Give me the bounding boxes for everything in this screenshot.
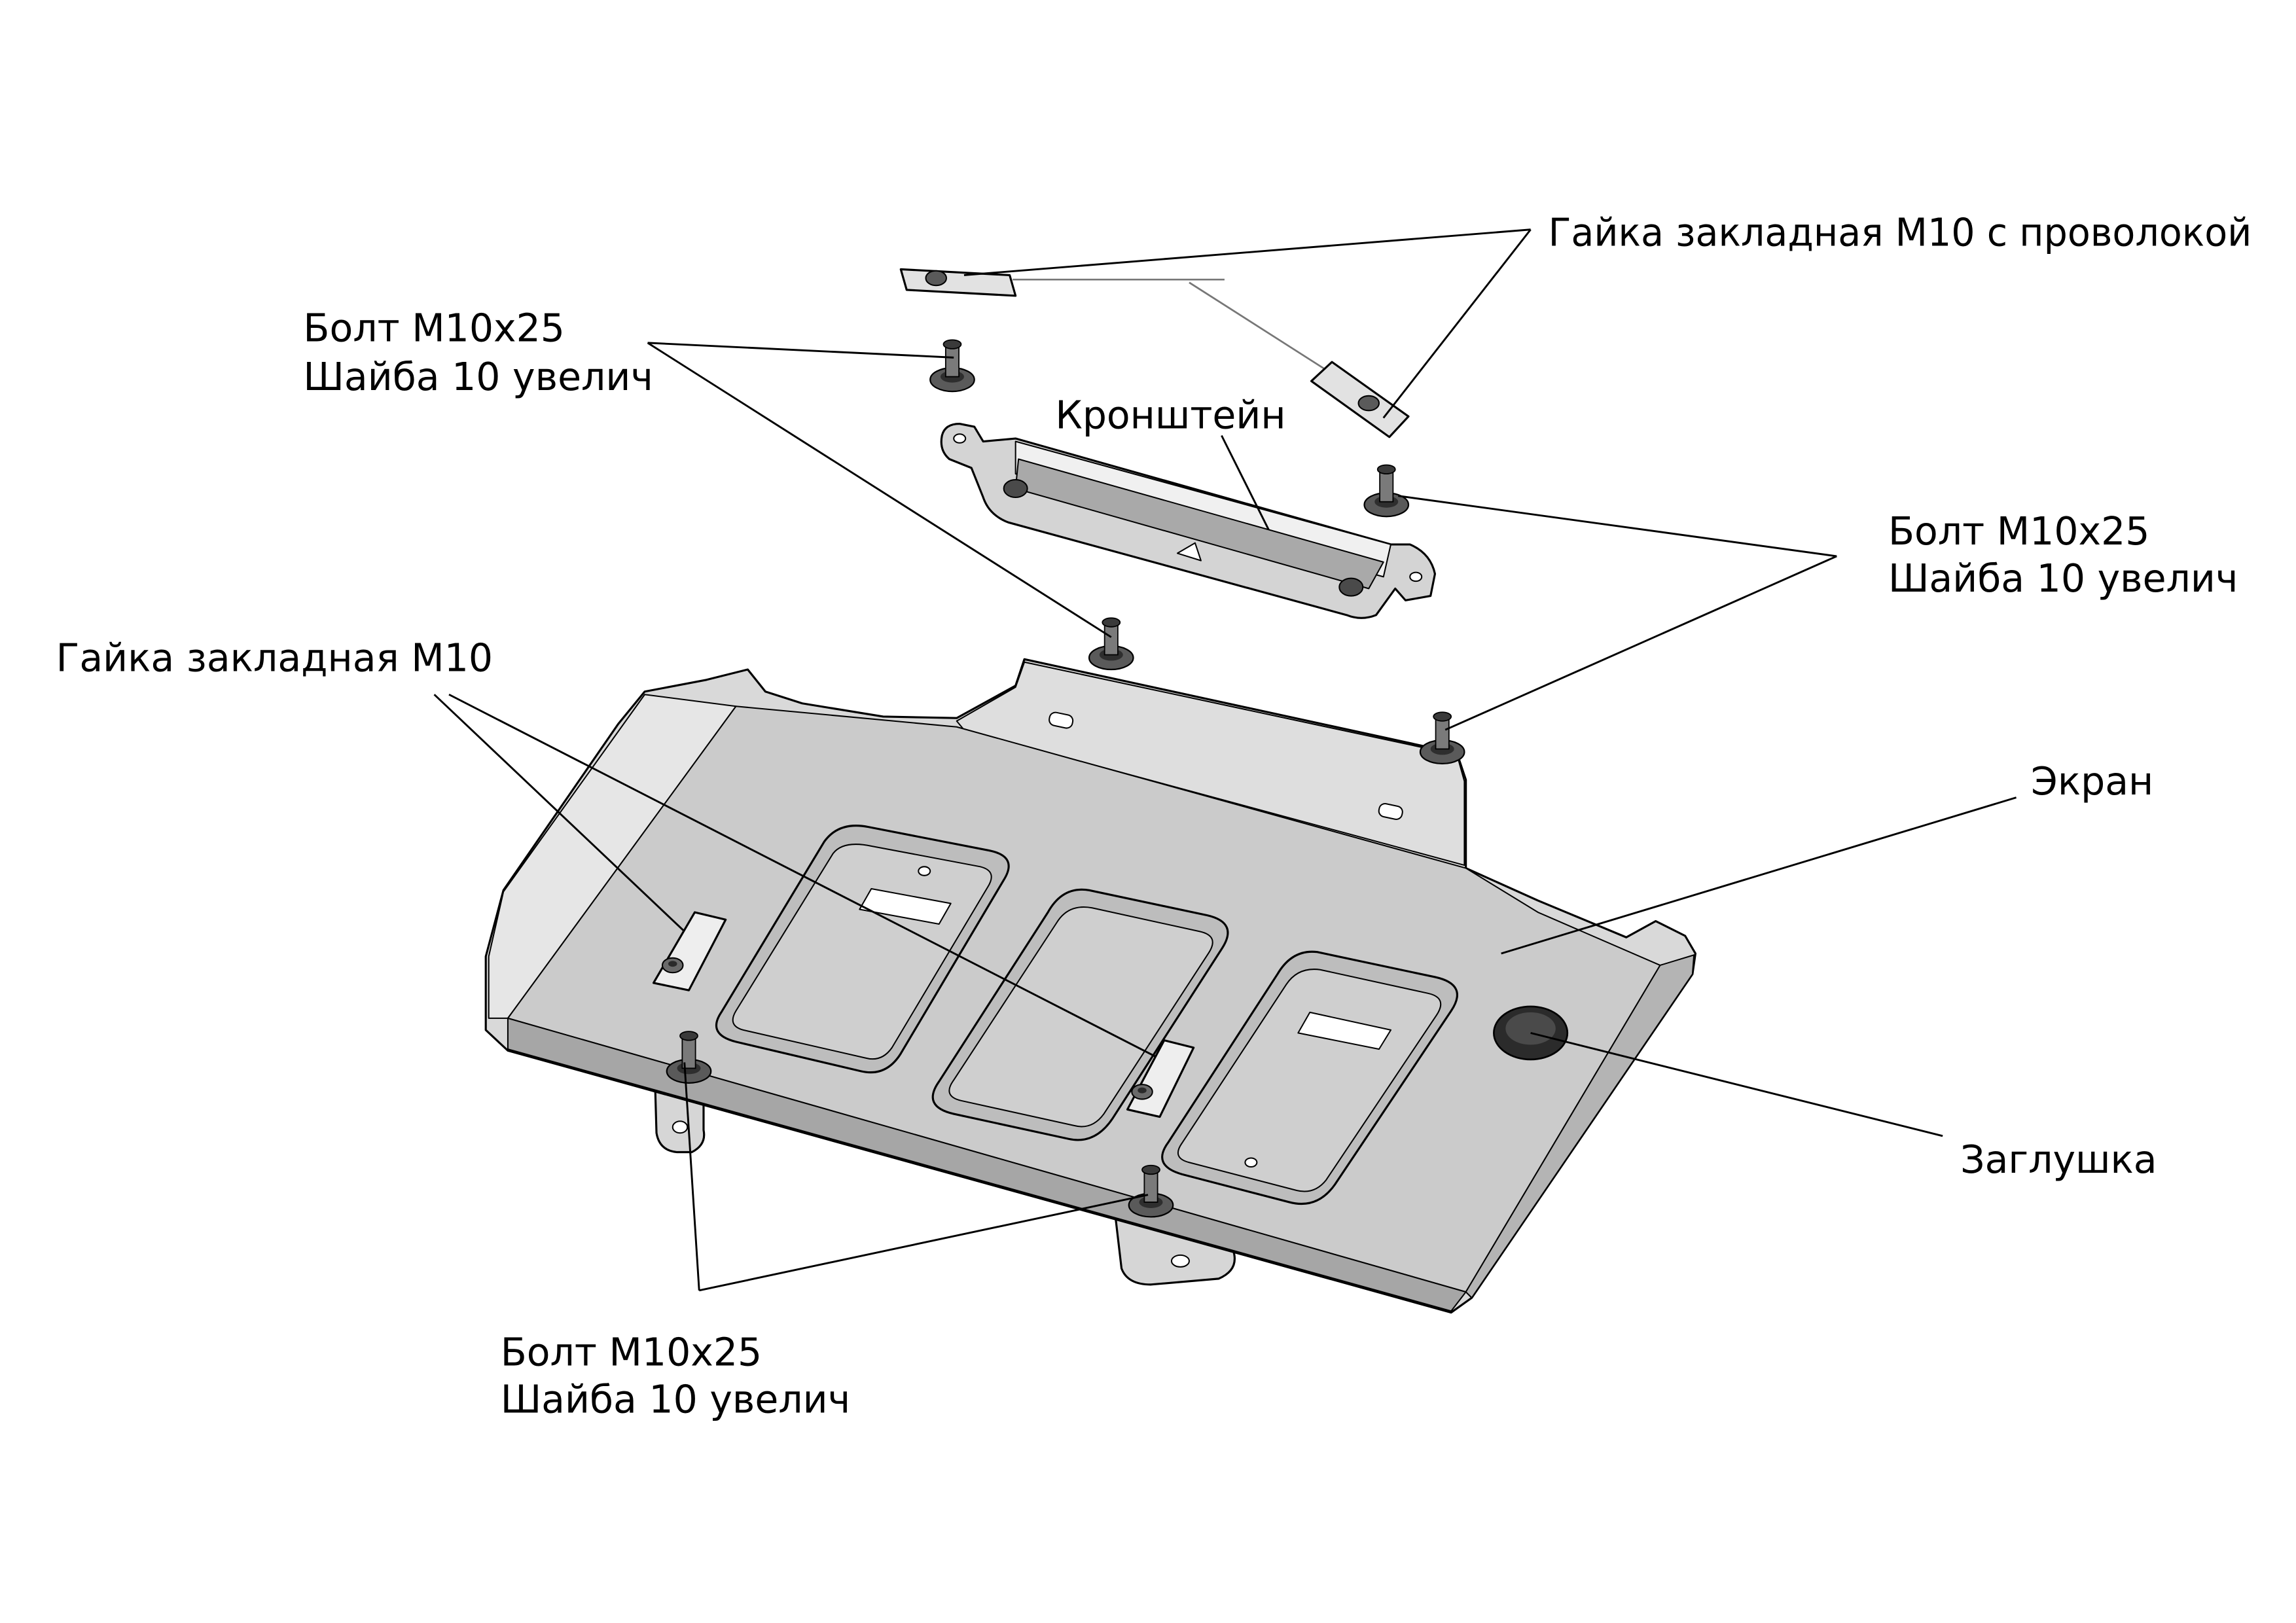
nut-plate-lower [1310, 361, 1410, 438]
bracket-slot-right [1409, 571, 1423, 582]
label-bolt-bottom-2: Шайба 10 увелич [501, 1377, 850, 1421]
leader-bolt-r-2 [1444, 555, 1837, 731]
back-tab-slot-left [1049, 711, 1074, 729]
label-bolt-top-left-2: Шайба 10 увелич [303, 355, 653, 399]
plate-cutout-right [1161, 950, 1458, 1205]
bolt-back-right [1419, 711, 1465, 765]
cutout-left-slot [859, 888, 952, 925]
cutout-left-hole [918, 866, 931, 876]
bracket-arrow-mark [1176, 542, 1202, 562]
nut-plate-upper [899, 268, 1017, 297]
leader-bolt-b-1 [683, 1062, 700, 1291]
label-nut: Гайка закладная М10 [56, 635, 493, 680]
back-tab-slot-right [1378, 803, 1403, 820]
embedded-nut-left [652, 911, 727, 991]
bolt-top-left [929, 339, 975, 393]
label-bolt-bottom-1: Болт М10х25 [501, 1330, 762, 1375]
label-bolt-right-2: Шайба 10 увелич [1888, 556, 2238, 601]
screen-plate [484, 658, 1696, 1314]
plate-right-flange [1465, 954, 1695, 1299]
bracket-nut-left [1003, 478, 1028, 498]
bracket-nut-right [1338, 577, 1364, 597]
leader-bolt-tl-1 [647, 342, 954, 359]
leader-bolt-tl-2 [647, 342, 1112, 638]
leader-nut-1 [433, 694, 685, 933]
label-bracket: Кронштейн [1055, 393, 1285, 437]
leader-nut-wire-2 [1382, 228, 1532, 419]
leader-bracket [1221, 435, 1270, 531]
leader-nut-2 [448, 693, 1156, 1058]
label-plug: Заглушка [1960, 1137, 2157, 1182]
leader-plug [1530, 1031, 1943, 1137]
label-bolt-top-left-1: Болт М10х25 [303, 306, 565, 351]
plate-cutout-middle [931, 888, 1229, 1141]
bolt-top-right [1363, 464, 1410, 518]
bolt-back-left [1088, 617, 1134, 671]
leader-bolt-b-2 [698, 1194, 1149, 1292]
leader-lines [433, 228, 2017, 1292]
label-bolt-right-1: Болт М10х25 [1888, 509, 2150, 554]
label-nut-with-wire: Гайка закладная М10 с проволокой [1549, 210, 2252, 255]
plate-cutout-left [715, 825, 1010, 1074]
embedded-nut-right [1126, 1039, 1195, 1118]
wire-branch [1189, 281, 1329, 372]
labels: Гайка закладная М10 с проволокой Болт М1… [56, 210, 2252, 1421]
leader-bolt-r-1 [1398, 495, 1837, 558]
cutout-right-hole [1244, 1157, 1258, 1168]
leader-nut-wire-1 [963, 228, 1531, 276]
leader-screen [1501, 796, 2017, 955]
label-screen: Экран [2031, 759, 2153, 804]
bracket-slot-left [953, 433, 967, 444]
bracket [940, 422, 1437, 619]
cutout-right-slot [1297, 1011, 1391, 1050]
